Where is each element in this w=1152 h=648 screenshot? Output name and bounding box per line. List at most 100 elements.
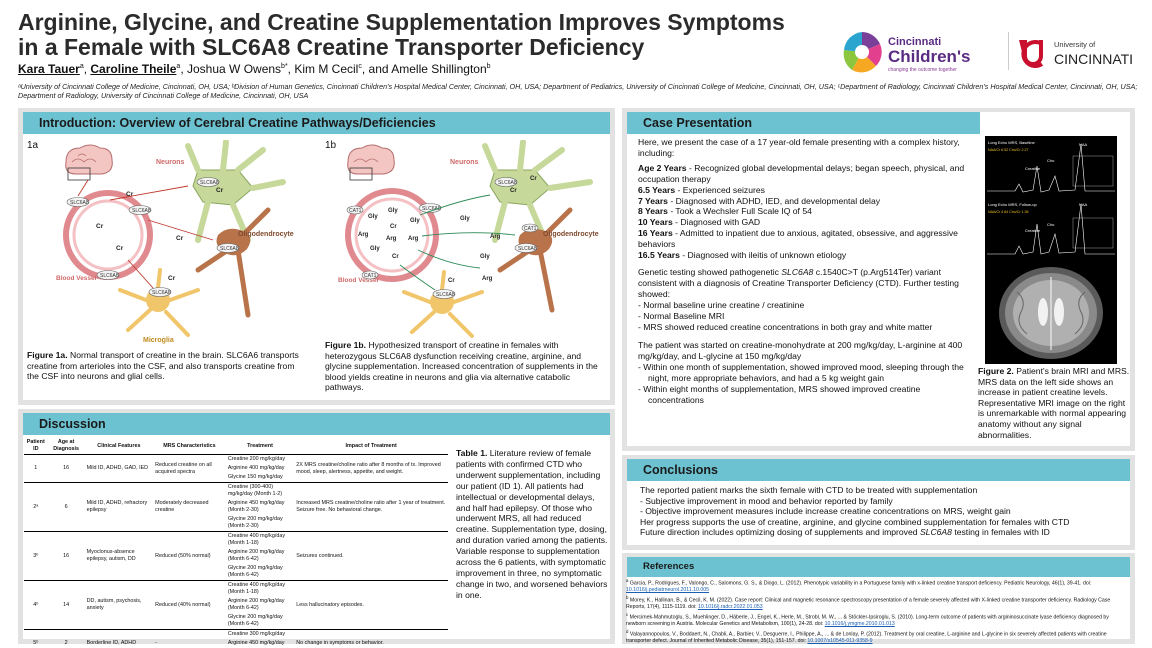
table-row: Arginine 400 mg/kg/day [24, 464, 448, 473]
blood-vessel-label: Blood Vessel [338, 277, 379, 284]
arginine-molecule-label: Arg [358, 232, 369, 238]
mrs-cell: Reduced creatine on all acquired spectra [153, 454, 226, 483]
arginine-molecule-label: Arg [408, 236, 419, 242]
intro-heading: Introduction: Overview of Cerebral Creat… [23, 112, 610, 134]
creatine-molecule-label: Cr [448, 278, 455, 284]
creatine-molecule-label: Cr [510, 188, 517, 194]
creatine-molecule-label: Cr [390, 224, 397, 230]
test-item: - MRS showed reduced creatine concentrat… [638, 321, 933, 332]
case-intro: Here, we present the case of a 17 year-o… [638, 137, 960, 158]
age-cell: 2 [47, 629, 85, 648]
table-1-caption: Table 1. Literature review of female pat… [456, 448, 608, 600]
creatine-molecule-label: Cr [116, 245, 124, 252]
timeline-item: 6.5 Years - Experienced seizures [638, 185, 968, 196]
author-name: Caroline Theile [90, 62, 177, 76]
clinical-features-cell: Mild ID, ADHD, GAD, IED [84, 454, 154, 483]
treatment-point: - Within eight months of supplementation… [638, 384, 921, 405]
reference-item: c Mercimek-Mahmutoglu, S., Muehlinger, D… [626, 612, 1129, 628]
glycine-molecule-label: Gly [388, 208, 398, 214]
university-of-cincinnati-logo: University of CINCINNATI [1019, 40, 1133, 68]
cch-name-line1: Cincinnati [888, 36, 941, 48]
creatine-molecule-label: Cr [176, 235, 184, 242]
table-column-header: Clinical Features [84, 438, 154, 455]
mrs-cell: Reduced (50% normal) [153, 531, 226, 581]
timeline-label: 16.5 Years [638, 250, 680, 261]
blood-vessel-label: Blood Vessel [56, 275, 97, 282]
reference-tag: d [626, 628, 629, 634]
treatment-cell: Glycine 200 mg/kg/day (Month 6-42) [225, 564, 295, 581]
cat1-transporter: CAT1 [361, 270, 379, 280]
author-affiliation-marker: b* [281, 63, 288, 70]
svg-text:SLC6A8: SLC6A8 [436, 292, 455, 298]
patient-id-cell: 1 [24, 454, 48, 483]
uc-small-text: University of [1054, 40, 1096, 49]
glycine-molecule-label: Gly [370, 246, 380, 252]
affiliations: ᵃUniversity of Cincinnati College of Med… [18, 82, 1138, 100]
reference-item: a Garcia, P., Rodrigues, F., Valongo, C.… [626, 578, 1129, 594]
case-timeline: Age 2 Years - Recognized global developm… [638, 163, 968, 261]
table-row: Arginine 200 mg/kg/day (Month 6-42) [24, 597, 448, 613]
author-list: Kara Tauera, Caroline Theilea, Joshua W … [18, 62, 491, 76]
table-column-header: Patient ID [24, 438, 48, 455]
svg-text:SLC6A8: SLC6A8 [498, 180, 517, 186]
reference-doi-link[interactable]: 10.1007/s10545-011-9358-9 [807, 638, 873, 645]
reference-item: d Valayannopoulos, V., Boddaert, N., Cha… [626, 629, 1129, 645]
author-affiliation-marker: a [176, 63, 181, 70]
reference-doi-link[interactable]: 10.1016/j.ymgme.2010.01.013 [824, 621, 895, 628]
microglia-shape [118, 268, 200, 337]
age-cell: 16 [47, 531, 85, 581]
slc6a8-transporter: SLC6A8 [494, 177, 518, 187]
svg-text:CAT1: CAT1 [364, 273, 377, 279]
neurons-label: Neurons [450, 159, 479, 166]
age-cell: 14 [47, 580, 85, 630]
microglia-label: Microglia [143, 337, 174, 344]
conclusions-bullets: - Subjective improvement in mood and beh… [640, 496, 1130, 517]
cch-pinwheel-icon [843, 32, 882, 73]
treatment-cell: Glycine 200 mg/kg/day (Month 2-30) [225, 515, 295, 532]
mrs-cell: Moderately decreased creatine [153, 482, 226, 532]
mrs-baseline-spectrum [987, 143, 1115, 193]
timeline-label: 7 Years [638, 195, 668, 206]
author-affiliation-marker: a [79, 63, 84, 70]
svg-text:SLC6A8: SLC6A8 [70, 200, 89, 206]
treatment-cell: Arginine 200 mg/kg/day (Month 6-42) [227, 598, 285, 611]
timeline-item: 16 Years - Admitted to inpatient due to … [638, 228, 968, 250]
slc6a8-transporter: SLC6A8 [432, 289, 456, 299]
impact-cell: Increased MRS creatine/choline ratio aft… [294, 482, 448, 532]
svg-text:CAT1: CAT1 [349, 208, 362, 214]
timeline-label: Age 2 Years [638, 162, 687, 173]
treatment-cell: Arginine 200 mg/kg/day (Month 6-42) [227, 549, 285, 562]
mrs-naa-label: NAA [1079, 202, 1088, 207]
treatment-cell: Arginine 400 mg/kg/day [227, 465, 285, 471]
oligodendrocyte-label: Oligodendrocyte [543, 231, 599, 238]
arginine-molecule-label: Arg [482, 276, 493, 282]
reference-tag: b [626, 594, 629, 600]
table-column-header: Treatment [225, 438, 295, 455]
patient-id-cell: 5ᵇ [24, 629, 48, 648]
timeline-item: Age 2 Years - Recognized global developm… [638, 163, 968, 185]
cat1-transporter: CAT1 [346, 205, 364, 215]
mrs-cell: Reduced (40% normal) [153, 580, 226, 630]
mrs-baseline-ratios: NAA/Cr 6.52 Cho/Cr 2.27 [988, 148, 1029, 152]
conclusions-text: The reported patient marks the sixth fem… [640, 485, 1130, 538]
reference-doi-link[interactable]: 10.1016/j.radcr.2022.01.053 [698, 604, 763, 611]
transport-arrow [147, 219, 214, 241]
slc6a8-transporter: SLC6A8 [96, 270, 120, 280]
references-panel: References [622, 553, 1135, 644]
author-name: Kim M Cecil [294, 62, 359, 76]
transport-arrow [399, 264, 436, 291]
neuron-shape [482, 140, 593, 243]
svg-text:SLC6A8: SLC6A8 [152, 290, 171, 296]
slc6a8-transporter: SLC6A8 [128, 205, 152, 215]
uc-big-text: CINCINNATI [1054, 51, 1133, 67]
reference-doi-link[interactable]: 10.1016/j.pediatrneurol.2011.10.005 [626, 587, 709, 594]
timeline-text: - Recognized global developmental delays… [638, 162, 965, 184]
creatine-molecule-label: Cr [392, 254, 399, 260]
glycine-molecule-label: Gly [480, 254, 490, 260]
conclusion-bullet: - Objective improvement measures include… [640, 506, 1011, 517]
microglia-shape [402, 270, 484, 338]
